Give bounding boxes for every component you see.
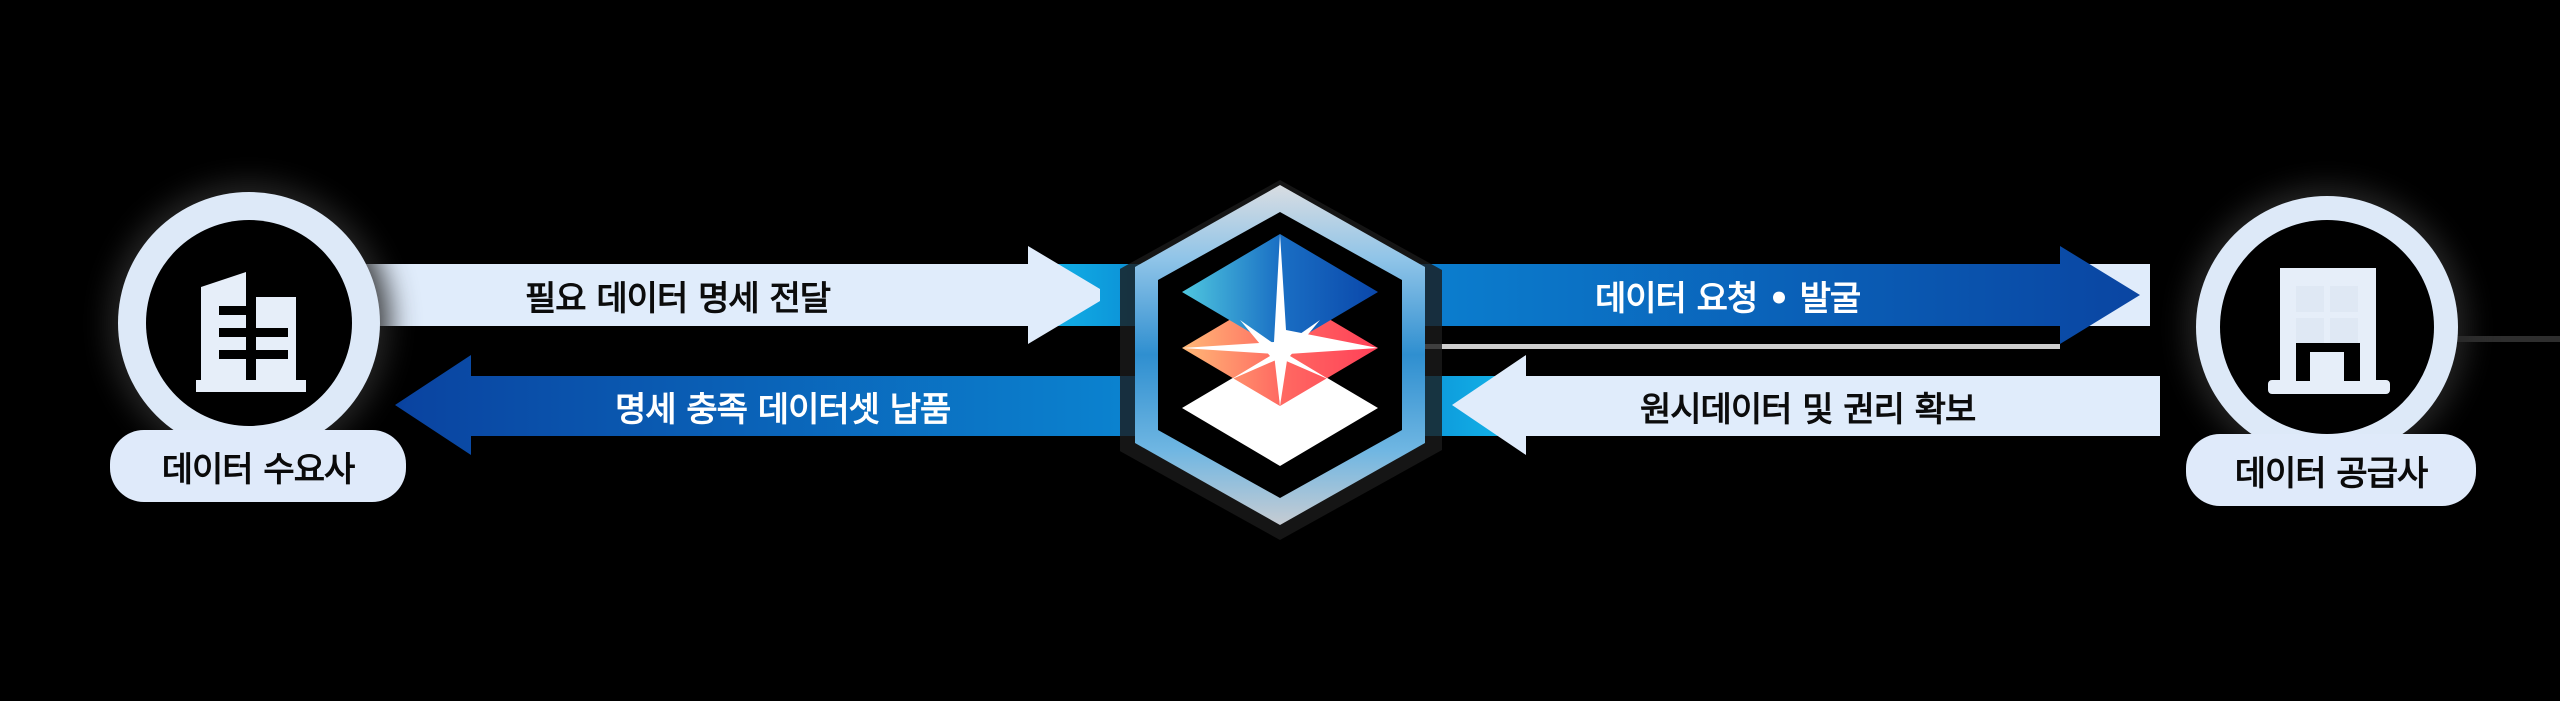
flow-label: 데이터 요청 • 발굴 <box>1595 278 1861 319</box>
flow-label: 원시데이터 및 권리 확보 <box>1640 389 1976 430</box>
arrow-left-shape <box>1452 355 2160 455</box>
arrow-right-shape <box>1400 246 2140 344</box>
node-label: 데이터 공급사 <box>2186 434 2476 506</box>
edge-line <box>2440 336 2560 342</box>
flow-label: 명세 충족 데이터셋 납품 <box>615 389 951 430</box>
divider-line <box>1420 344 2060 349</box>
building-door-icon <box>2268 268 2390 394</box>
arrow-right-shape <box>360 246 1100 344</box>
flow-arrow-raw-data-rights: 원시데이터 및 권리 확보 <box>1400 350 2160 460</box>
center-platform-logo <box>1118 170 1460 540</box>
node-data-demander: 데이터 수요사 <box>110 190 410 510</box>
arrow-left-shape <box>395 355 1165 455</box>
flow-arrow-spec-delivery: 필요 데이터 명세 전달 <box>360 240 1140 350</box>
layered-diamonds-star-logo <box>1118 180 1442 540</box>
node-data-supplier: 데이터 공급사 <box>2160 190 2480 510</box>
office-building-icon <box>196 272 306 392</box>
flow-label: 필요 데이터 명세 전달 <box>525 278 831 319</box>
node-label: 데이터 수요사 <box>110 430 406 502</box>
flow-arrow-dataset-delivery: 명세 충족 데이터셋 납품 <box>395 350 1165 460</box>
flow-arrow-data-request: 데이터 요청 • 발굴 <box>1400 240 2150 350</box>
